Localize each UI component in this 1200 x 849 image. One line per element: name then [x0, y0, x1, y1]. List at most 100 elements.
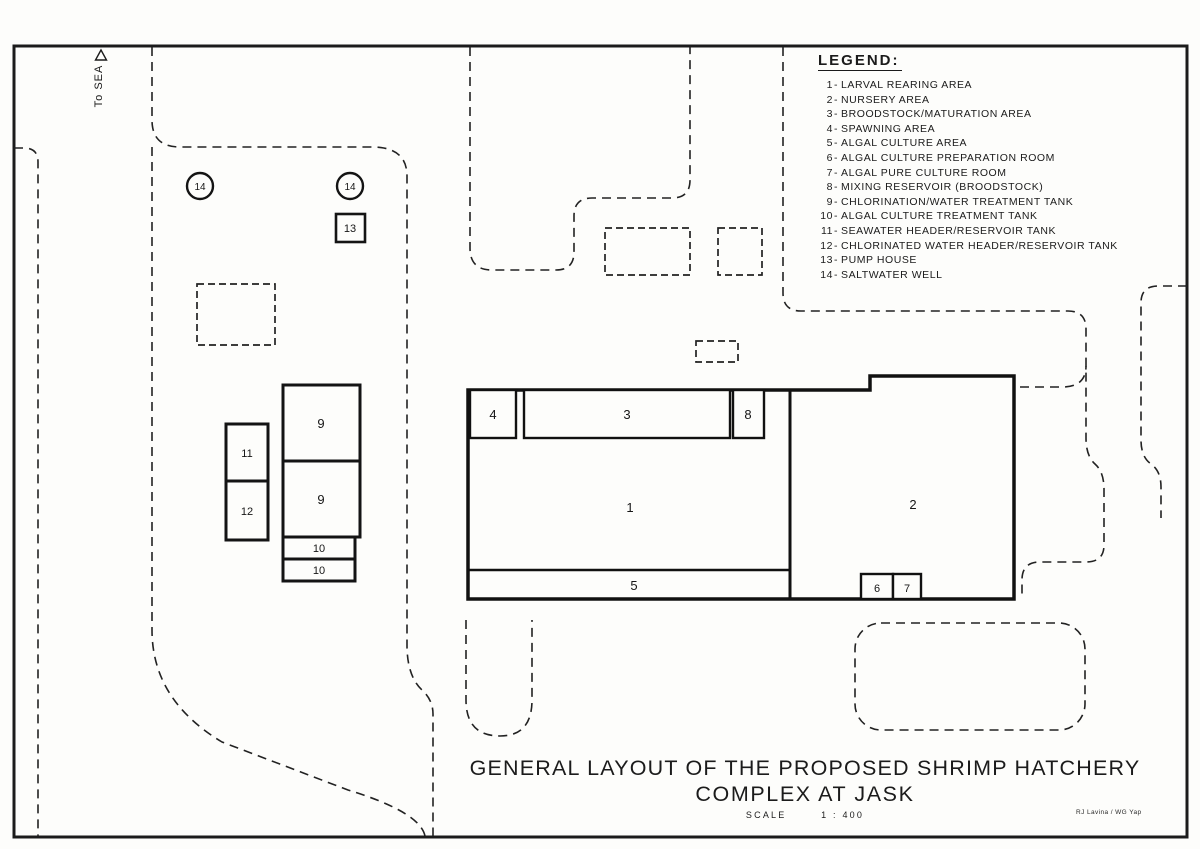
broodstock-room-3: [522, 388, 732, 440]
legend-item-number: 1: [826, 79, 833, 91]
scale-label: SCALE: [745, 810, 787, 820]
road-top-center-boundary: [469, 47, 691, 271]
room-label-14-west: 14: [194, 182, 206, 193]
interior-rooms: [468, 388, 923, 601]
legend-item-label: ALGAL CULTURE AREA: [841, 137, 968, 150]
legend-item-label: PUMP HOUSE: [841, 254, 917, 267]
algal-treatment-tank-10-lower: [281, 557, 357, 583]
parking-area-outline: [854, 622, 1086, 731]
algal-pure-culture-room-7: [891, 572, 923, 601]
legend-item: 5 - ALGAL CULTURE AREA: [816, 136, 1164, 151]
legend-item-number: 3: [826, 108, 833, 121]
legend-item-label: NURSERY AREA: [841, 93, 930, 106]
legend-item-dash: -: [834, 239, 839, 252]
legend-item-dash: -: [834, 151, 839, 164]
room-label-8: 8: [744, 407, 751, 422]
drawing-title-line2: COMPLEX AT JASK: [695, 782, 915, 806]
legend-item-label: CHLORINATION/WATER TREATMENT TANK: [841, 195, 1074, 208]
legend-item-label: SEAWATER HEADER/RESERVOIR TANK: [841, 224, 1057, 237]
dashed-pad-west: [196, 283, 276, 346]
dashed-pad-north-small: [717, 227, 763, 276]
west-tank-group: [224, 383, 362, 583]
legend-item-label: BROODSTOCK/MATURATION AREA: [841, 108, 1032, 121]
legend-item: 14 - SALTWATER WELL: [816, 268, 1164, 283]
spawning-room-4: [468, 388, 518, 440]
legend-item: 6 - ALGAL CULTURE PREPARATION ROOM: [816, 151, 1164, 166]
legend-item: 12 - CHLORINATED WATER HEADER/RESERVOIR …: [816, 239, 1164, 254]
legend-item: 4 - SPAWNING AREA: [816, 122, 1164, 137]
saltwater-well-14-west: [185, 171, 215, 201]
road-edge-inner-sweep: [151, 147, 426, 837]
legend-title: LEGEND:: [818, 52, 902, 71]
title-block: GENERAL LAYOUT OF THE PROPOSED SHRIMP HA…: [450, 756, 1160, 820]
legend-item: 10 - ALGAL CULTURE TREATMENT TANK: [816, 209, 1164, 224]
legend-item-number: 2: [826, 93, 833, 106]
room-label-10-upper: 10: [313, 543, 325, 555]
room-label-9-upper: 9: [317, 416, 324, 431]
legend-item-label: MIXING RESERVOIR (BROODSTOCK): [841, 181, 1044, 194]
road-network: [14, 47, 1187, 837]
legend-item: 9 - CHLORINATION/WATER TREATMENT TANK: [816, 195, 1164, 210]
to-sea-label: To SEA: [93, 65, 105, 108]
legend-item-label: SALTWATER WELL: [841, 268, 943, 281]
legend-item-dash: -: [834, 224, 839, 237]
legend: LEGEND: 1 - LARVAL REARING AREA 2 - NURS…: [816, 52, 1164, 282]
legend-item: 8 - MIXING RESERVOIR (BROODSTOCK): [816, 180, 1164, 195]
road-right-outer-edge: [1140, 285, 1187, 518]
legend-item-number: 10: [820, 210, 833, 223]
room-labels: 1 2 3 4 5 6 7 8 9 9 10 10 11 12 13 14 14: [194, 182, 916, 595]
legend-item-number: 12: [820, 239, 833, 252]
room-label-5: 5: [630, 578, 637, 593]
saltwater-well-14-east: [335, 171, 365, 201]
legend-item: 7 - ALGAL PURE CULTURE ROOM: [816, 166, 1164, 181]
draftsman-credit: RJ Lavina / WG Yap: [1076, 809, 1142, 816]
legend-item-dash: -: [834, 195, 839, 208]
road-right-inner-edge: [782, 47, 1105, 597]
scale-row: SCALE 1 : 400: [450, 810, 1160, 820]
legend-item-number: 7: [826, 166, 833, 179]
legend-item-dash: -: [834, 79, 839, 91]
room-label-1: 1: [626, 500, 633, 515]
legend-item-dash: -: [834, 181, 839, 194]
legend-item-label: ALGAL CULTURE TREATMENT TANK: [841, 210, 1038, 223]
legend-item-number: 13: [820, 254, 833, 267]
legend-item-label: ALGAL PURE CULTURE ROOM: [841, 166, 1007, 179]
drawing-title-line1: GENERAL LAYOUT OF THE PROPOSED SHRIMP HA…: [469, 756, 1141, 780]
mixing-reservoir-8: [731, 388, 766, 440]
room-label-11: 11: [241, 448, 252, 460]
room-label-13: 13: [344, 223, 356, 235]
dashed-pads: [196, 227, 763, 363]
room-label-12: 12: [241, 506, 253, 518]
sheet-border: [12, 44, 1189, 839]
legend-item-number: 11: [821, 224, 833, 237]
legend-item-dash: -: [834, 93, 839, 106]
road-edge-left: [14, 147, 39, 836]
seawater-header-tank-11: [224, 422, 270, 483]
room-label-10-lower: 10: [313, 565, 325, 577]
legend-item-label: CHLORINATED WATER HEADER/RESERVOIR TANK: [841, 239, 1118, 252]
room-label-14-east: 14: [344, 182, 356, 193]
legend-item: 2 - NURSERY AREA: [816, 93, 1164, 108]
legend-item-number: 14: [820, 268, 833, 281]
chlorinated-header-tank-12: [224, 479, 270, 542]
driveway-upper-edge: [1020, 365, 1087, 388]
chlorination-tank-9-lower: [281, 459, 362, 539]
legend-item-label: SPAWNING AREA: [841, 122, 936, 135]
legend-item-dash: -: [834, 254, 839, 267]
room-label-3: 3: [623, 407, 630, 422]
legend-item: 3 - BROODSTOCK/MATURATION AREA: [816, 107, 1164, 122]
dashed-pad-north-large: [604, 227, 691, 276]
pump-house-13: [334, 212, 367, 244]
legend-item-dash: -: [834, 137, 839, 150]
legend-item-number: 4: [826, 122, 833, 135]
legend-item: 11 - SEAWATER HEADER/RESERVOIR TANK: [816, 224, 1164, 239]
north-to-sea-arrow-icon: [94, 48, 108, 61]
legend-item-number: 8: [826, 181, 833, 194]
legend-item-number: 6: [826, 151, 833, 164]
legend-item-label: LARVAL REARING AREA: [841, 79, 973, 91]
legend-item-label: ALGAL CULTURE PREPARATION ROOM: [841, 151, 1055, 164]
scale-value: 1 : 400: [821, 810, 865, 820]
room-label-6: 6: [874, 583, 880, 595]
